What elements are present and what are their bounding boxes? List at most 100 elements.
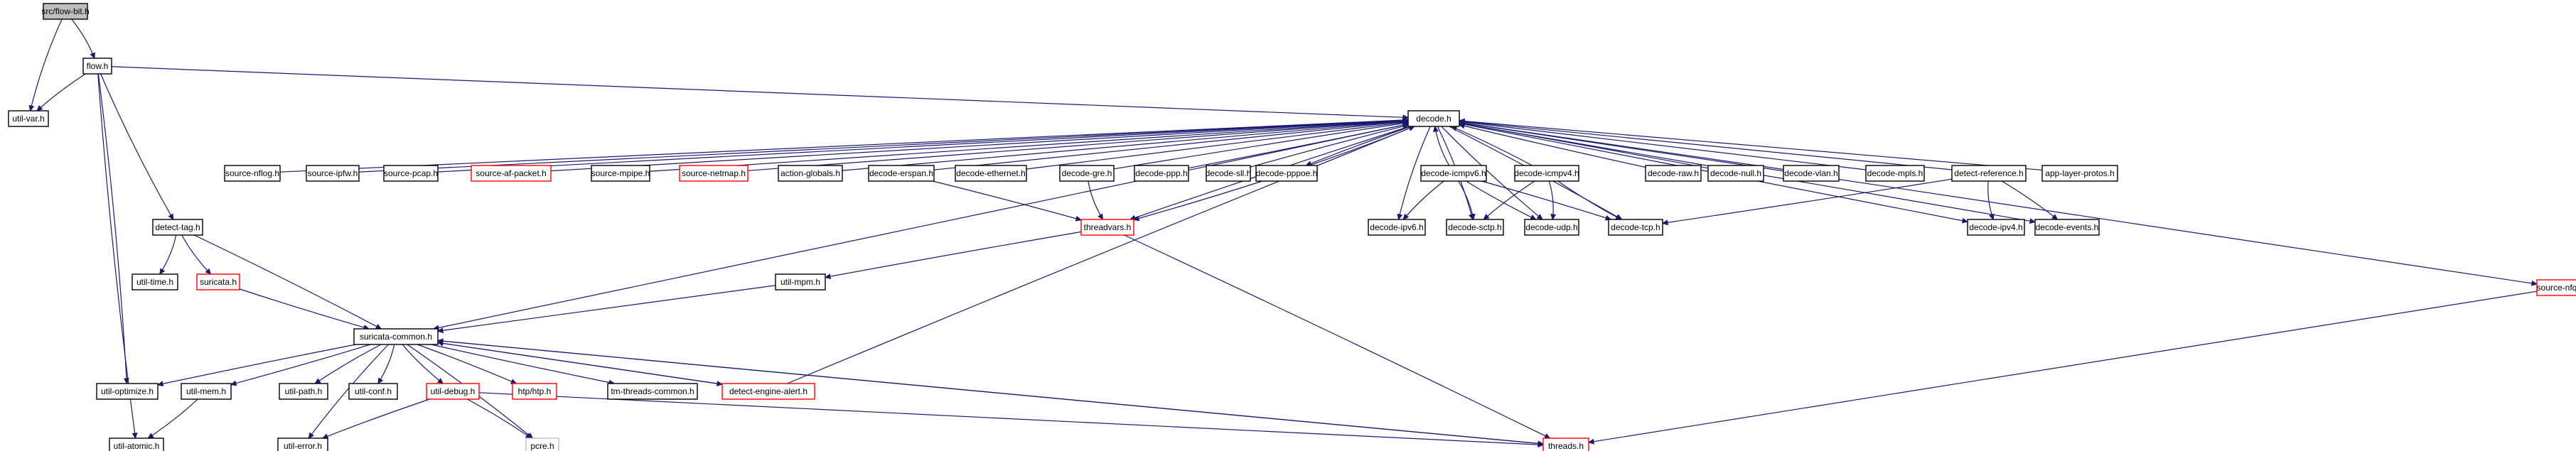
node-decode-null-h[interactable]: decode-null.h bbox=[1707, 165, 1764, 182]
node-flow-h[interactable]: flow.h bbox=[82, 58, 112, 75]
arrowhead-decode-erspan-h-to-threadvars-h bbox=[1075, 215, 1083, 222]
node-decode-udp-h[interactable]: decode-udp.h bbox=[1524, 219, 1579, 236]
node-htp-htp-h[interactable]: htp/htp.h bbox=[512, 383, 557, 400]
node-box-detect-tag-h bbox=[152, 219, 203, 236]
node-label-decode-ipv4-h: decode-ipv4.h bbox=[1969, 222, 2022, 232]
node-detect-reference-h[interactable]: detect-reference.h bbox=[1951, 165, 2027, 182]
node-threads-h[interactable]: threads.h bbox=[1542, 438, 1589, 451]
node-label-decode-sctp-h: decode-sctp.h bbox=[1448, 222, 1501, 232]
node-decode-h[interactable]: decode.h bbox=[1407, 110, 1460, 127]
arrowhead-decode-icmpv6-h-to-decode-udp-h bbox=[1530, 214, 1537, 220]
arrowhead-detect-reference-h-to-decode-events-h bbox=[2051, 214, 2059, 220]
node-decode-ipv4-h[interactable]: decode-ipv4.h bbox=[1967, 219, 2025, 236]
arrowhead-suricata-common-h-to-util-conf-h bbox=[377, 377, 384, 385]
node-source-nfq-h[interactable]: source-nfq.h bbox=[2536, 279, 2576, 296]
edge-decode-ppp-h-to-decode-h bbox=[1188, 123, 1409, 169]
node-decode-ppp-h[interactable]: decode-ppp.h bbox=[1134, 165, 1189, 182]
node-box-decode-ppp-h bbox=[1134, 165, 1189, 182]
node-util-time-h[interactable]: util-time.h bbox=[132, 273, 178, 290]
node-threadvars-h[interactable]: threadvars.h bbox=[1080, 219, 1134, 236]
node-decode-events-h[interactable]: decode-events.h bbox=[2034, 219, 2100, 236]
arrowhead-suricata-common-h-to-util-error-h bbox=[308, 432, 314, 439]
node-util-debug-h[interactable]: util-debug.h bbox=[426, 383, 480, 400]
node-source-af-packet-h[interactable]: source-af-packet.h bbox=[471, 165, 552, 182]
node-util-var-h[interactable]: util-var.h bbox=[8, 110, 49, 127]
node-label-decode-ppp-h: decode-ppp.h bbox=[1135, 168, 1187, 178]
node-label-decode-null-h: decode-null.h bbox=[1710, 168, 1761, 178]
node-label-decode-icmpv6-h: decode-icmpv6.h bbox=[1421, 168, 1486, 178]
arrowhead-detect-reference-h-to-decode-tcp-h bbox=[1661, 219, 1669, 226]
arrowhead-decode-icmpv4-h-to-decode-udp-h bbox=[1550, 214, 1557, 221]
node-label-source-nflog-h: source-nflog.h bbox=[225, 168, 279, 178]
node-detect-engine-alert-h[interactable]: detect-engine-alert.h bbox=[721, 383, 815, 400]
node-app-layer-protos-h[interactable]: app-layer-protos.h bbox=[2041, 165, 2118, 182]
edge-detect-reference-h-to-decode-tcp-h bbox=[1662, 178, 1953, 224]
arrowhead-suricata-common-h-to-util-mem-h bbox=[230, 380, 237, 386]
arrowhead-decode-icmpv6-h-to-decode-ipv6-h bbox=[1402, 213, 1410, 220]
node-source-mpipe-h[interactable]: source-mpipe.h bbox=[591, 165, 650, 182]
node-action-globals-h[interactable]: action-globals.h bbox=[778, 165, 843, 182]
node-util-conf-h[interactable]: util-conf.h bbox=[348, 383, 398, 400]
arrowhead-flow-h-to-util-atomic-h bbox=[132, 433, 138, 440]
edge-decode-ethernet-h-to-decode-h bbox=[1026, 121, 1409, 170]
node-box-decode-tcp-h bbox=[1608, 219, 1663, 236]
edge-util-mpm-h-to-suricata-common-h bbox=[437, 285, 776, 332]
node-decode-mpls-h[interactable]: decode-mpls.h bbox=[1865, 165, 1925, 182]
node-decode-icmpv6-h[interactable]: decode-icmpv6.h bbox=[1420, 165, 1487, 182]
node-decode-pppoe-h[interactable]: decode-pppoe.h bbox=[1255, 165, 1318, 182]
node-source-nflog-h[interactable]: source-nflog.h bbox=[224, 165, 281, 182]
edge-detect-tag-h-to-util-time-h bbox=[159, 234, 177, 275]
edge-flow-bit-h-to-flow-h bbox=[71, 18, 95, 59]
arrowhead-decode-h-to-source-nfq-h bbox=[2531, 280, 2538, 286]
arrowhead-decode-pppoe-h-to-threadvars-h bbox=[1132, 215, 1140, 222]
node-source-ipfw-h[interactable]: source-ipfw.h bbox=[306, 165, 360, 182]
node-box-source-pcap-h bbox=[383, 165, 439, 182]
node-label-util-mpm-h: util-mpm.h bbox=[780, 277, 820, 287]
node-decode-vlan-h[interactable]: decode-vlan.h bbox=[1783, 165, 1840, 182]
node-label-util-mem-h: util-mem.h bbox=[186, 386, 226, 396]
edge-suricata-common-h-to-util-conf-h bbox=[377, 344, 395, 384]
node-decode-sll-h[interactable]: decode-sll.h bbox=[1206, 165, 1252, 182]
node-util-atomic-h[interactable]: util-atomic.h bbox=[109, 438, 164, 451]
node-label-decode-udp-h: decode-udp.h bbox=[1525, 222, 1577, 232]
node-box-util-error-h bbox=[277, 438, 328, 451]
edge-source-nflog-h-to-decode-h bbox=[279, 119, 1409, 173]
node-source-pcap-h[interactable]: source-pcap.h bbox=[383, 165, 439, 182]
edge-source-ipfw-h-to-decode-h bbox=[358, 119, 1409, 173]
arrowhead-util-mpm-h-to-suricata-common-h bbox=[436, 327, 444, 334]
node-util-optimize-h[interactable]: util-optimize.h bbox=[96, 383, 159, 400]
edge-util-mem-h-to-util-atomic-h bbox=[147, 398, 198, 439]
node-box-threads-h bbox=[1542, 438, 1589, 451]
node-pcre-h[interactable]: pcre.h bbox=[525, 438, 559, 451]
node-tm-threads-common-h[interactable]: tm-threads-common.h bbox=[607, 383, 698, 400]
node-util-mem-h[interactable]: util-mem.h bbox=[181, 383, 232, 400]
node-decode-sctp-h[interactable]: decode-sctp.h bbox=[1446, 219, 1504, 236]
edge-layer bbox=[28, 18, 2538, 448]
node-util-path-h[interactable]: util-path.h bbox=[279, 383, 328, 400]
node-box-detect-engine-alert-h bbox=[721, 383, 815, 400]
node-util-mpm-h[interactable]: util-mpm.h bbox=[775, 273, 826, 290]
node-label-util-error-h: util-error.h bbox=[284, 441, 322, 451]
edge-decode-icmpv4-h-to-decode-tcp-h bbox=[1557, 180, 1621, 220]
node-decode-tcp-h[interactable]: decode-tcp.h bbox=[1608, 219, 1663, 236]
node-detect-tag-h[interactable]: detect-tag.h bbox=[152, 219, 203, 236]
edge-threads-h-to-suricata-common-h bbox=[437, 339, 1544, 445]
edge-decode-null-h-to-decode-h bbox=[1459, 122, 1709, 169]
node-suricata-h[interactable]: suricata.h bbox=[196, 273, 240, 290]
node-flow-bit-h: src/flow-bit.h bbox=[41, 3, 90, 20]
node-decode-ethernet-h[interactable]: decode-ethernet.h bbox=[955, 165, 1027, 182]
node-decode-gre-h[interactable]: decode-gre.h bbox=[1059, 165, 1115, 182]
edge-util-debug-h-to-threads-h bbox=[478, 392, 1544, 446]
node-source-netmap-h[interactable]: source-netmap.h bbox=[679, 165, 748, 182]
node-decode-erspan-h[interactable]: decode-erspan.h bbox=[868, 165, 935, 182]
node-decode-ipv6-h[interactable]: decode-ipv6.h bbox=[1368, 219, 1426, 236]
node-decode-raw-h[interactable]: decode-raw.h bbox=[1645, 165, 1702, 182]
node-util-error-h[interactable]: util-error.h bbox=[277, 438, 328, 451]
node-decode-icmpv4-h[interactable]: decode-icmpv4.h bbox=[1514, 165, 1579, 182]
node-label-decode-icmpv4-h: decode-icmpv4.h bbox=[1514, 168, 1579, 178]
node-box-detect-reference-h bbox=[1951, 165, 2027, 182]
arrowhead-source-nfq-h-to-threads-h bbox=[1587, 438, 1595, 445]
node-suricata-common-h[interactable]: suricata-common.h bbox=[353, 328, 439, 345]
node-box-action-globals-h bbox=[778, 165, 843, 182]
edge-flow-h-to-detect-tag-h bbox=[100, 73, 174, 220]
